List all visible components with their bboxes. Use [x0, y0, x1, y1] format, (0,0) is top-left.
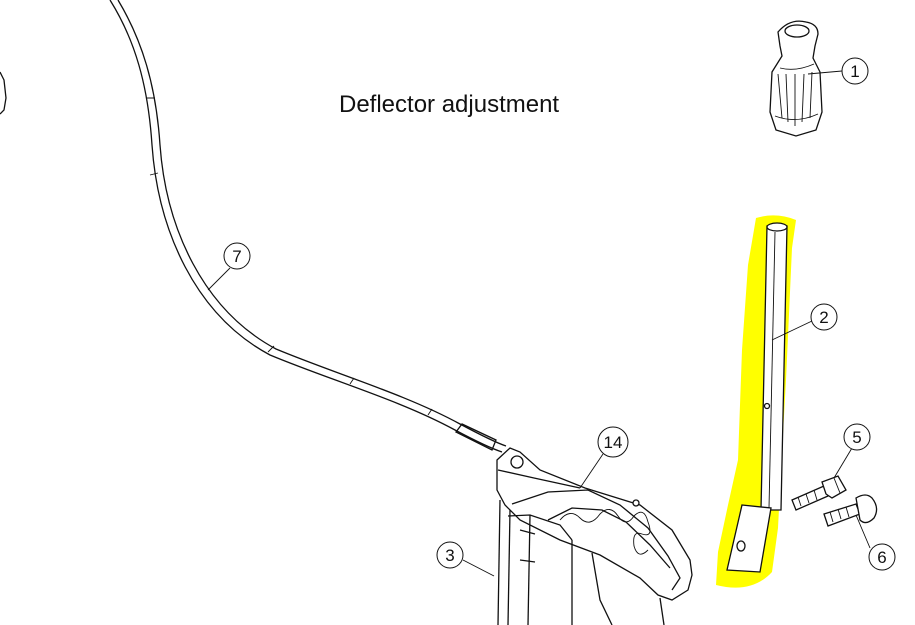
- svg-text:14: 14: [604, 433, 623, 452]
- leader-line-6: [855, 514, 871, 549]
- bolt-part-5: [791, 475, 847, 511]
- svg-text:7: 7: [232, 247, 241, 266]
- svg-text:3: 3: [445, 546, 454, 565]
- callout-14: 14: [597, 426, 629, 458]
- svg-text:1: 1: [850, 62, 859, 81]
- svg-text:2: 2: [819, 308, 828, 327]
- leader-line-14: [579, 453, 604, 489]
- svg-text:5: 5: [852, 428, 861, 447]
- leader-lines: [207, 70, 871, 577]
- svg-text:6: 6: [877, 548, 886, 567]
- shaft-part-2-highlighted: [716, 215, 796, 588]
- carriage-bolt-part-6: [823, 494, 878, 527]
- callout-6: 6: [868, 543, 896, 571]
- lever-bracket-part-14: [496, 447, 693, 601]
- callout-3: 3: [436, 541, 464, 569]
- callout-5: 5: [843, 423, 871, 451]
- leader-line-2: [771, 320, 813, 341]
- leader-line-3: [462, 559, 495, 577]
- leader-line-5: [833, 447, 853, 479]
- deflector-plate-part-3: [497, 499, 665, 625]
- callout-2: 2: [810, 303, 838, 331]
- cable-part-7: [109, 0, 507, 453]
- callout-1: 1: [841, 57, 869, 85]
- callout-7: 7: [223, 242, 251, 270]
- leader-line-1: [807, 70, 843, 75]
- leader-line-7: [207, 267, 231, 291]
- partial-part-left-edge: [0, 71, 7, 115]
- handle-grip-part-1: [769, 20, 823, 137]
- diagram-title: Deflector adjustment: [339, 91, 559, 118]
